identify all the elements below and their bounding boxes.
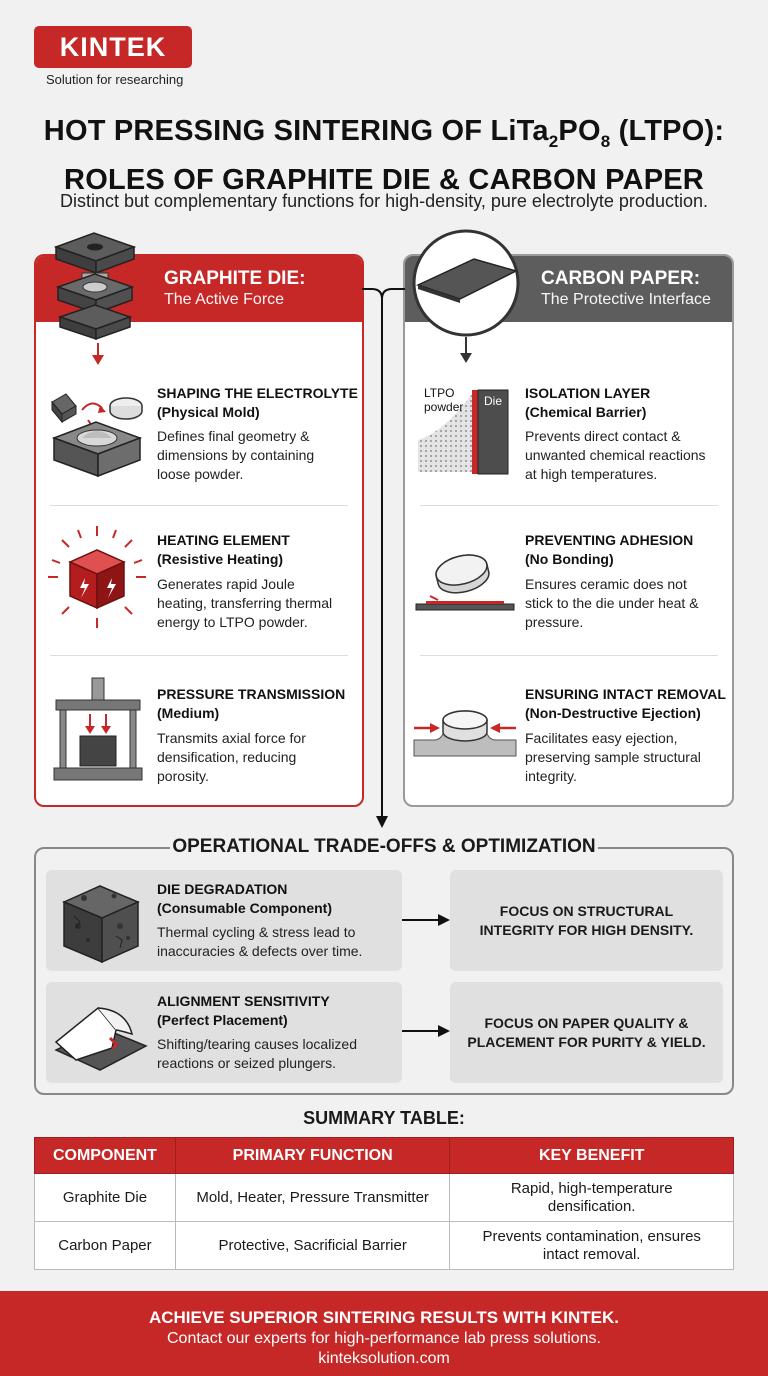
ops-row-2-desc: Shifting/tearing causes localized reacti… <box>157 1036 358 1071</box>
ops-title: OPERATIONAL TRADE-OFFS & OPTIMIZATION <box>170 834 598 860</box>
right-item-3-desc: Facilitates easy ejection, preserving sa… <box>525 730 701 784</box>
col-header-component: COMPONENT <box>34 1137 176 1174</box>
degraded-block-icon <box>62 885 140 964</box>
divider <box>420 655 718 656</box>
carbon-paper-subtitle: The Protective Interface <box>541 291 711 308</box>
carbon-paper-title: CARBON PAPER: <box>541 268 701 289</box>
footer-banner: ACHIEVE SUPERIOR SINTERING RESULTS WITH … <box>0 1291 768 1376</box>
heating-cube-icon <box>48 526 146 628</box>
ops-row-2-title: ALIGNMENT SENSITIVITY (Perfect Placement… <box>157 993 330 1028</box>
graphite-die-subtitle: The Active Force <box>164 291 285 308</box>
right-item-2-desc: Ensures ceramic does not stick to the di… <box>525 576 699 630</box>
ops-row-2-focus: FOCUS ON PAPER QUALITY & PLACEMENT FOR P… <box>450 982 723 1083</box>
page-title: HOT PRESSING SINTERING OF LiTa2PO8 (LTPO… <box>43 115 725 196</box>
left-item-3-desc: Transmits axial force for densification,… <box>157 730 306 784</box>
ops-row-1-desc: Thermal cycling & stress lead to inaccur… <box>157 924 363 959</box>
footer-website-link[interactable]: kinteksolution.com <box>318 1350 450 1367</box>
footer-contact: Contact our experts for high-performance… <box>167 1330 601 1347</box>
graphite-die-title: GRAPHITE DIE: <box>164 268 306 289</box>
torn-paper-icon <box>54 1006 148 1071</box>
right-item-1-title: ISOLATION LAYER (Chemical Barrier) <box>525 385 651 420</box>
right-item-1-desc: Prevents direct contact & unwanted chemi… <box>525 428 706 482</box>
kintek-logo: KINTEK <box>34 26 192 68</box>
mold-icon <box>51 393 143 478</box>
ops-row-1-title: DIE DEGRADATION (Consumable Component) <box>157 881 332 916</box>
ltpo-powder-label: LTPO powder <box>424 386 464 414</box>
col-header-function: PRIMARY FUNCTION <box>174 1137 451 1174</box>
brand-name: KINTEK <box>59 31 167 62</box>
brand-tagline: Solution for researching <box>46 72 184 87</box>
footer-headline: ACHIEVE SUPERIOR SINTERING RESULTS WITH … <box>148 1308 620 1327</box>
divider <box>50 505 348 506</box>
right-item-3-title: ENSURING INTACT REMOVAL (Non-Destructive… <box>525 686 726 721</box>
summary-title: SUMMARY TABLE: <box>303 1108 465 1128</box>
left-item-2-title: HEATING ELEMENT (Resistive Heating) <box>157 532 290 567</box>
divider <box>50 655 348 656</box>
page-subtitle: Distinct but complementary functions for… <box>60 191 708 211</box>
connector-lines <box>362 288 405 828</box>
divider <box>420 505 718 506</box>
ejection-icon <box>413 710 517 757</box>
summary-table: COMPONENT PRIMARY FUNCTION KEY BENEFIT G… <box>34 1137 734 1270</box>
arrow-right-icon <box>402 914 450 926</box>
left-item-1-desc: Defines final geometry & dimensions by c… <box>157 428 315 482</box>
die-label: Die <box>484 394 503 408</box>
left-item-3-title: PRESSURE TRANSMISSION (Medium) <box>157 686 346 721</box>
disc-on-plate-icon <box>415 554 515 611</box>
arrow-right-icon <box>402 1025 450 1037</box>
left-item-1-title: SHAPING THE ELECTROLYTE (Physical Mold) <box>157 385 358 420</box>
ops-row-1-focus: FOCUS ON STRUCTURAL INTEGRITY FOR HIGH D… <box>450 870 723 971</box>
left-item-2-desc: Generates rapid Joule heating, transferr… <box>157 576 333 630</box>
press-icon <box>53 677 143 781</box>
right-item-2-title: PREVENTING ADHESION (No Bonding) <box>525 532 694 567</box>
col-header-benefit: KEY BENEFIT <box>449 1137 734 1174</box>
graphite-die-icon <box>53 232 137 365</box>
carbon-paper-icon <box>412 229 520 363</box>
isolation-layer-icon <box>418 389 509 475</box>
table-row: Graphite Die Mold, Heater, Pressure Tran… <box>34 1173 734 1222</box>
table-row: Carbon Paper Protective, Sacrificial Bar… <box>34 1221 734 1270</box>
